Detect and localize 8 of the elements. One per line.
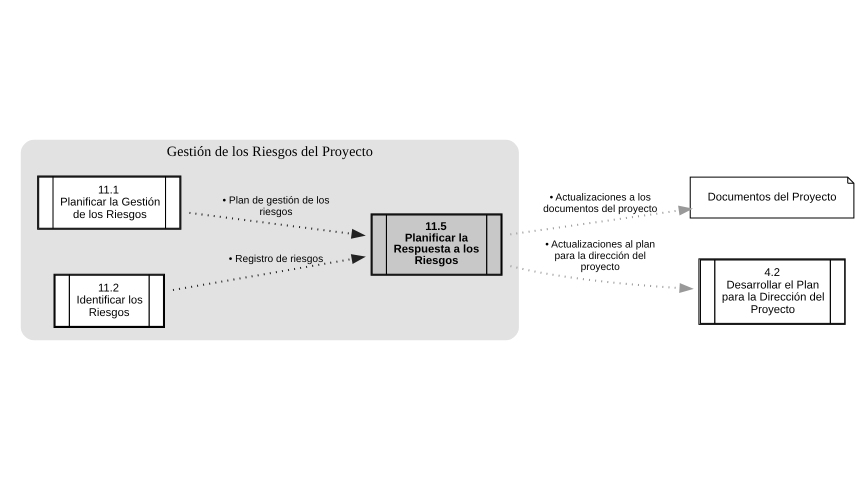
edge-label: • Actualizaciones a los documentos del proyecto: [543, 192, 658, 215]
arrow: [510, 206, 693, 236]
edge-label: • Actualizaciones al plan para la dirección del proyecto: [545, 240, 656, 274]
arrow: [189, 212, 366, 239]
edge-label: • Registro de riesgos: [228, 254, 324, 265]
arrow: [172, 254, 366, 292]
arrow: [510, 265, 694, 294]
edge-label: • Plan de gestión de los riesgos: [222, 196, 330, 218]
